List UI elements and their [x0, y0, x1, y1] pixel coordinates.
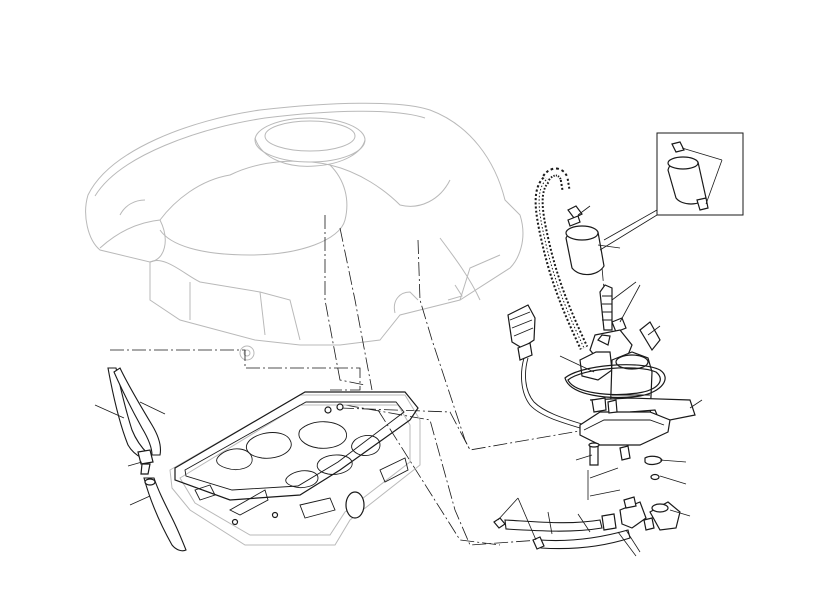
corrugated-hose: [534, 167, 589, 350]
fuel-pump-assembly: [564, 284, 696, 481]
breather-hose-upper: [107, 367, 162, 475]
tank-base-plate: [169, 391, 421, 546]
fuel-filter: [565, 205, 605, 276]
fuel-lines: [493, 496, 681, 550]
leader-lines: [94, 205, 703, 557]
detail-inset-filter: [599, 132, 744, 251]
fuel-tank: [85, 102, 524, 361]
breather-hose-lower: [143, 477, 187, 552]
wiring-connector: [507, 304, 583, 429]
